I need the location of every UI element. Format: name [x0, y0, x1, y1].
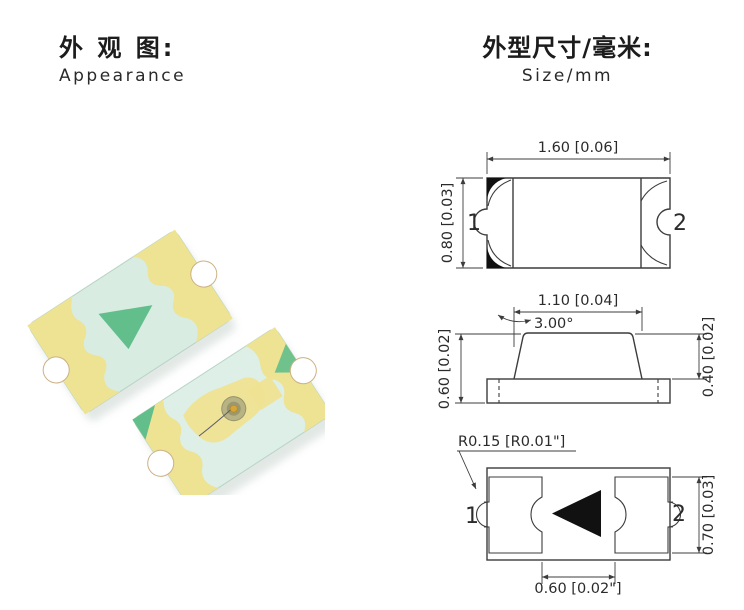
side-view-drawing: 1.10 [0.04] 3.00° 0.60 [0.02] 0.40 [0.02… — [437, 293, 717, 409]
lens-outline — [513, 332, 643, 380]
terminal-arc — [487, 239, 512, 267]
appearance-title-en: Appearance — [59, 66, 187, 86]
solder-pad — [245, 327, 325, 433]
bond-wire — [198, 408, 232, 437]
appearance-section-header: 外 观 图: Appearance — [59, 28, 186, 86]
polarity-triangle — [98, 305, 153, 350]
appearance-photo — [27, 229, 325, 495]
package-outline — [486, 467, 671, 561]
solder-pad — [27, 296, 121, 415]
led-chip-bottom-view — [27, 229, 233, 415]
size-title-cn: 外型尺寸/毫米: — [482, 34, 653, 62]
pad1-outline — [475, 476, 543, 554]
corner-mark-triangle — [132, 404, 156, 440]
width-dimension: 1.60 [0.06] — [538, 140, 619, 156]
pin1-label: 1 — [465, 504, 479, 529]
terminal-arc — [640, 244, 668, 266]
pin1-label: 1 — [467, 211, 481, 236]
metallization-trace — [247, 375, 283, 411]
polarity-triangle-mark — [552, 490, 601, 537]
corner-radius-dimension: R0.15 [R0.01"] — [458, 434, 565, 450]
solder-pad — [133, 229, 233, 343]
terminal-arc — [640, 180, 668, 202]
angle-arc — [497, 314, 532, 324]
pad-gap-dimension: 0.60 [0.02"] — [534, 581, 621, 597]
castellation-notch — [190, 260, 218, 288]
terminal-arc — [487, 179, 512, 207]
top-view-drawing: 1 2 1.60 [0.06] 0.80 [0.03] — [440, 140, 687, 269]
cathode-mark — [487, 178, 506, 200]
lens-height-dimension: 0.40 [0.02] — [701, 317, 717, 398]
size-title-en: Size/mm — [521, 66, 614, 86]
appearance-title-cn: 外 观 图: — [59, 34, 176, 62]
castellation-notch — [147, 449, 175, 477]
package-outline — [473, 177, 671, 269]
pin2-label: 2 — [672, 502, 686, 527]
solder-pad — [132, 399, 219, 495]
cathode-mark — [487, 246, 506, 268]
lens-width-dimension: 1.10 [0.04] — [538, 293, 619, 309]
bottom-view-drawing: 1 2 R0.15 [R0.01"] 0.70 [0.03] 0.60 [0.0… — [457, 434, 717, 597]
castellation-notch — [289, 357, 317, 385]
total-height-dimension: 0.60 [0.02] — [437, 329, 453, 410]
led-chip-top-view — [132, 327, 325, 495]
die-bond-ball — [230, 404, 238, 413]
substrate-outline — [486, 378, 671, 404]
pin2-label: 2 — [673, 211, 687, 236]
height-dimension: 0.80 [0.03] — [440, 183, 456, 264]
dimension-drawings: 1 2 1.60 [0.06] 0.80 [0.03] 1.10 [0.04] … — [437, 140, 717, 597]
pad-height-dimension: 0.70 [0.03] — [701, 475, 717, 556]
draft-angle-dimension: 3.00° — [534, 316, 574, 332]
size-section-header: 外型尺寸/毫米: Size/mm — [470, 28, 665, 86]
castellation-notch — [42, 356, 70, 384]
leader-line — [458, 450, 477, 490]
pad2-outline — [614, 476, 682, 554]
